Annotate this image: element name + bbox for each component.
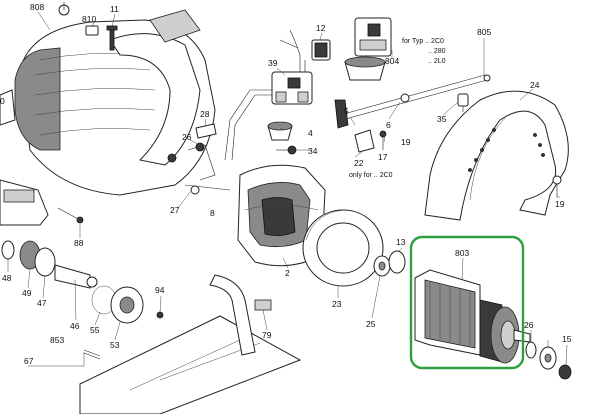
label-34: 34 — [308, 146, 318, 156]
part-labels: 808 810 11 0 12 39 28 4 34 26 27 8 88 48… — [0, 2, 572, 366]
label-22: 22 — [354, 158, 364, 168]
label-46: 46 — [70, 321, 80, 331]
part-bearing-right — [539, 346, 557, 370]
part-8-marker — [167, 142, 205, 195]
label-39: 39 — [268, 58, 278, 68]
label-17: 17 — [378, 152, 388, 162]
base-plate — [79, 274, 302, 414]
part-810-screw — [58, 2, 99, 36]
part-13-bearing — [388, 250, 406, 274]
part-47-shaft — [54, 264, 98, 289]
label-25: 25 — [366, 319, 376, 329]
label-35: 35 — [437, 114, 447, 124]
highlight-box — [409, 235, 525, 370]
label-12: 12 — [316, 23, 326, 33]
motor-housing — [0, 9, 216, 196]
label-94: 94 — [155, 285, 165, 295]
part-803-armature — [414, 269, 531, 364]
label-49: 49 — [22, 288, 32, 298]
label-79: 79 — [262, 330, 272, 340]
label-808: 808 — [30, 2, 44, 12]
part-94-screw — [156, 311, 164, 319]
part-35-screw — [457, 93, 469, 112]
label-6: 6 — [386, 120, 391, 130]
label-26-right: 26 — [524, 320, 534, 330]
label-47: 47 — [37, 298, 47, 308]
part-15-nut — [558, 364, 572, 380]
part-55-flange — [110, 286, 144, 324]
leader-lines — [7, 11, 568, 367]
label-805: 805 — [477, 27, 491, 37]
label-810: 810 — [82, 14, 96, 24]
label-23: 23 — [332, 299, 342, 309]
note-typ-line3: .. 2L0 — [428, 58, 446, 65]
label-5: 5 — [344, 106, 349, 116]
label-28: 28 — [200, 109, 210, 119]
note-only-for: only for .. 2C0 — [349, 172, 393, 179]
label-67: 67 — [24, 356, 34, 366]
label-27: 27 — [170, 205, 180, 215]
part-49-gear — [19, 240, 56, 277]
label-803: 803 — [455, 248, 469, 258]
part-805-rod — [334, 74, 491, 129]
label-88: 88 — [74, 238, 84, 248]
label-15: 15 — [562, 334, 572, 344]
label-53: 53 — [110, 340, 120, 350]
part-26-washer-right — [525, 341, 537, 359]
label-853: 853 — [50, 335, 64, 345]
part-39-brush-holder — [271, 71, 313, 105]
part-17-screw — [379, 130, 387, 150]
note-typ-line2: .. 280 — [428, 48, 446, 55]
label-26-top: 26 — [182, 132, 192, 142]
label-55: 55 — [90, 325, 100, 335]
label-804: 804 — [385, 56, 399, 66]
part-804-switch — [344, 17, 392, 81]
part-25-washer — [373, 255, 391, 277]
part-23-fan-guide — [302, 209, 384, 287]
part-88-screw — [57, 207, 84, 224]
label-8: 8 — [210, 208, 215, 218]
label-24: 24 — [530, 80, 540, 90]
part-22-bracket — [354, 129, 375, 153]
part-24-handle — [424, 90, 569, 221]
part-34-screw — [276, 145, 297, 155]
label-0: 0 — [0, 96, 5, 106]
label-4: 4 — [308, 128, 313, 138]
label-19-mid: 19 — [401, 137, 411, 147]
label-48: 48 — [2, 273, 12, 283]
part-48-bearing — [1, 240, 15, 260]
part-12-brush — [311, 39, 331, 61]
note-typ-line1: for Typ .. 2C0 — [402, 38, 444, 45]
part-67-pin — [83, 349, 101, 360]
label-13: 13 — [396, 237, 406, 247]
part-4-brush-cap — [267, 121, 293, 141]
part-19-screw-right — [552, 175, 562, 198]
part-28-clip — [195, 123, 217, 139]
left-housing-fragment — [0, 179, 49, 226]
label-2: 2 — [285, 268, 290, 278]
label-11: 11 — [110, 4, 119, 14]
label-19-right: 19 — [555, 199, 565, 209]
